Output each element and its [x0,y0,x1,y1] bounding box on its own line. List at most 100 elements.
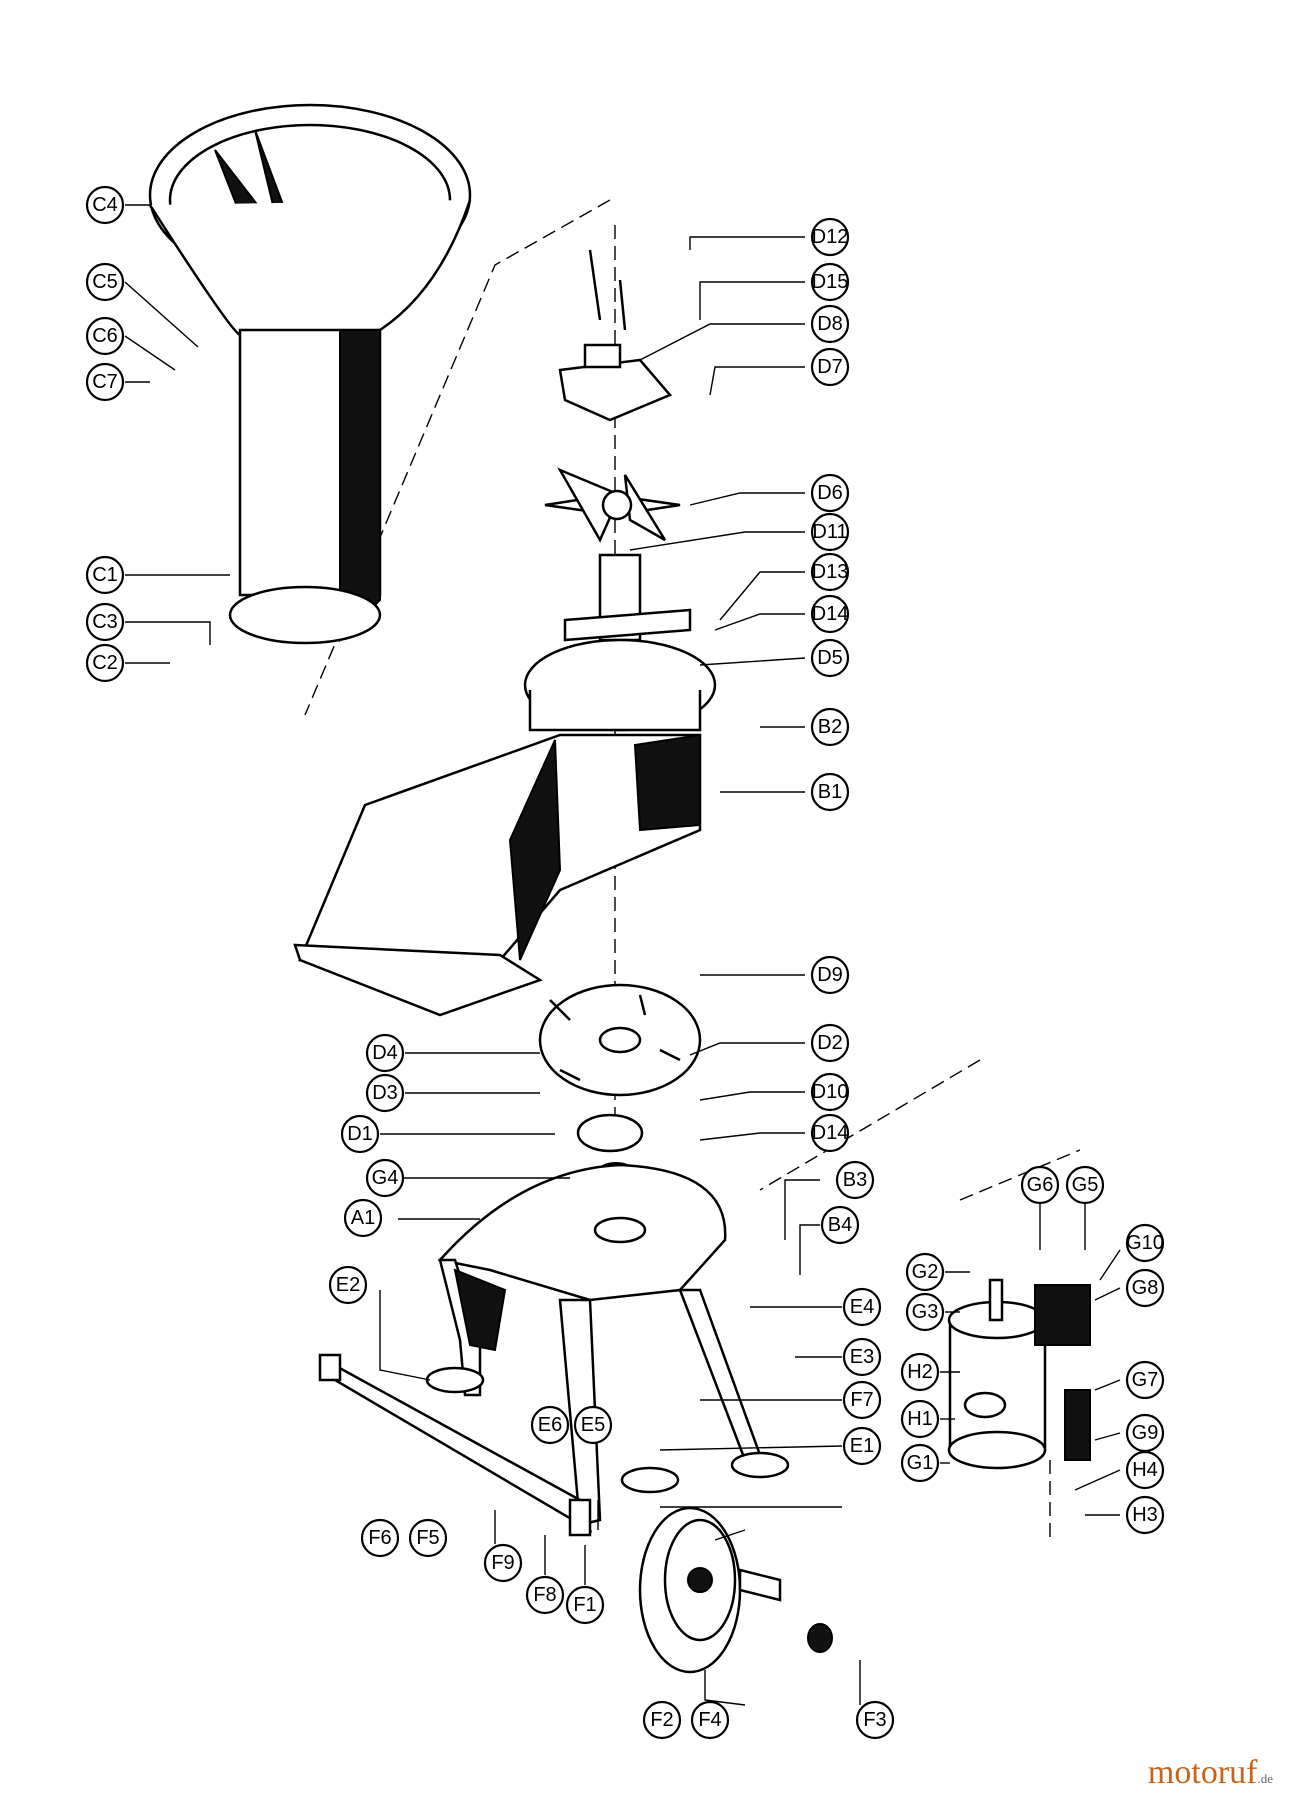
callout-label: F8 [533,1584,556,1606]
callout-d8: D8 [810,304,850,344]
callout-b1: B1 [810,772,850,812]
callout-e6: E6 [530,1405,570,1445]
callout-label: F2 [650,1709,673,1731]
callout-f5: F5 [408,1518,448,1558]
callout-d10: D10 [810,1072,850,1112]
callout-label: F7 [850,1389,873,1411]
callout-label: H4 [1132,1459,1158,1481]
callout-e1: E1 [842,1426,882,1466]
callout-g6: G6 [1020,1165,1060,1205]
callout-d15: D15 [810,262,850,302]
callout-d1: D1 [340,1114,380,1154]
callout-h3: H3 [1125,1495,1165,1535]
callout-label: G5 [1072,1174,1099,1196]
callout-label: G10 [1126,1232,1164,1254]
callout-g9: G9 [1125,1413,1165,1453]
callout-label: G3 [912,1301,939,1323]
callout-f9: F9 [483,1543,523,1583]
callout-label: E2 [336,1274,360,1296]
callout-label: D10 [812,1081,849,1103]
callout-f8: F8 [525,1575,565,1615]
callout-a1: A1 [343,1198,383,1238]
callout-d7: D7 [810,347,850,387]
callout-label: D5 [817,647,843,669]
callout-g10: G10 [1125,1223,1165,1263]
callout-label: G6 [1027,1174,1054,1196]
callout-d11: D11 [810,512,850,552]
callout-b2: B2 [810,707,850,747]
hopper-funnel [148,103,472,337]
axle-bar [318,1353,593,1537]
callout-label: B1 [818,781,842,803]
callout-label: E3 [850,1346,874,1368]
callout-label: F5 [416,1527,439,1549]
callout-h4: H4 [1125,1450,1165,1490]
callout-label: E1 [850,1435,874,1457]
callout-label: F3 [863,1709,886,1731]
callout-label: A1 [351,1207,375,1229]
callout-d14-lower: D14 [810,1113,850,1153]
callout-f4: F4 [690,1700,730,1740]
callout-c7: C7 [85,362,125,402]
callout-d6: D6 [810,473,850,513]
callout-label: D1 [347,1123,373,1145]
callout-g4: G4 [365,1158,405,1198]
base-frame [425,1163,790,1527]
callout-e5: E5 [573,1405,613,1445]
callout-label: D9 [817,964,843,986]
callout-g7: G7 [1125,1360,1165,1400]
callout-e4: E4 [842,1287,882,1327]
callout-c5: C5 [85,262,125,302]
callout-label: G9 [1132,1422,1159,1444]
knife-assembly [558,249,673,422]
callout-label: F4 [698,1709,721,1731]
callout-d3: D3 [365,1073,405,1113]
callout-g1: G1 [900,1443,940,1483]
callout-d12: D12 [810,217,850,257]
callout-label: D4 [372,1042,398,1064]
callout-g5: G5 [1065,1165,1105,1205]
chute-tube [228,328,382,645]
callout-label: B4 [828,1214,852,1236]
callout-c3: C3 [85,602,125,642]
watermark-brand: motoruf [1147,1754,1258,1791]
callout-label: C1 [92,564,118,586]
callout-label: D14 [812,1122,849,1144]
callout-f2: F2 [642,1700,682,1740]
callout-label: B3 [843,1169,867,1191]
callout-f7: F7 [842,1380,882,1420]
callout-label: D8 [817,313,843,335]
callout-label: F9 [491,1552,514,1574]
callout-b3: B3 [835,1160,875,1200]
callout-b4: B4 [820,1205,860,1245]
callout-label: D12 [812,226,849,248]
callout-label: C4 [92,194,118,216]
callout-d4: D4 [365,1033,405,1073]
callout-d2: D2 [810,1023,850,1063]
callout-label: G8 [1132,1277,1159,1299]
callout-label: D13 [812,561,849,583]
callout-g8: G8 [1125,1268,1165,1308]
callout-label: D2 [817,1032,843,1054]
callout-label: E4 [850,1296,874,1318]
callout-d5: D5 [810,638,850,678]
callout-g2: G2 [905,1252,945,1292]
callout-label: H1 [907,1408,933,1430]
callout-label: C7 [92,371,118,393]
callout-c4: C4 [85,185,125,225]
star-blade [544,467,692,642]
callout-h1: H1 [900,1399,940,1439]
watermark-tld: .de [1257,1771,1273,1786]
callout-d9: D9 [810,955,850,995]
callout-f1: F1 [565,1585,605,1625]
callout-label: D11 [812,521,847,543]
chipper-housing [293,638,717,1017]
wheel [638,1506,833,1674]
callout-c1: C1 [85,555,125,595]
callout-label: H2 [907,1361,933,1383]
callout-e2: E2 [328,1265,368,1305]
callout-label: F1 [573,1594,596,1616]
callout-h2: H2 [900,1352,940,1392]
callout-label: D6 [817,482,843,504]
